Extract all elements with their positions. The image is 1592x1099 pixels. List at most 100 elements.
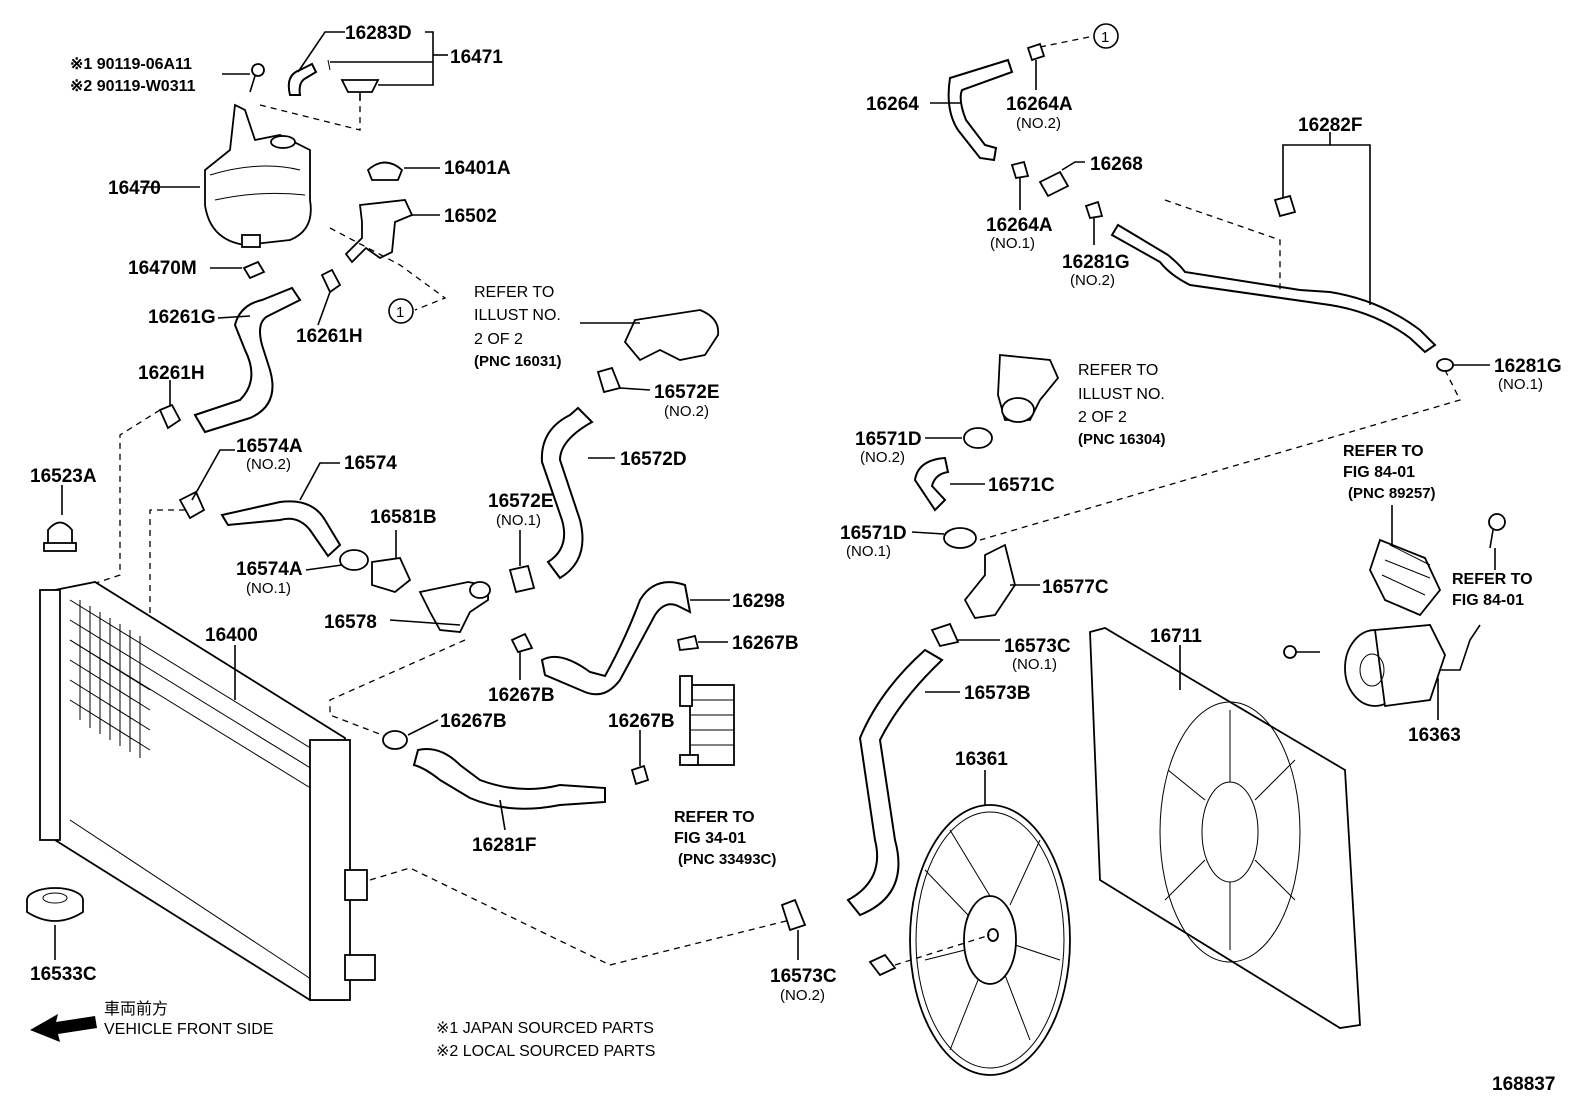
label-16470: 16470 [108, 178, 161, 199]
reference-note-16304: REFER TO ILLUST NO. 2 OF 2 (PNC 16304) [1078, 362, 1166, 448]
diagram-number: 168837 [1492, 1074, 1555, 1095]
ref-line: ILLUST NO. [1078, 386, 1165, 403]
label-16574: 16574 [344, 453, 397, 474]
clamp-16267B-a [676, 634, 700, 651]
label-16264A-no2: 16264A [1006, 94, 1073, 115]
clamp-16572E-no1 [508, 564, 536, 594]
label-16361: 16361 [955, 749, 1008, 770]
label-16267B-c: 16267B [440, 711, 507, 732]
direction-label-jp: 車両前方 [104, 1000, 168, 1018]
label-16571D-no2: 16571D [855, 429, 922, 450]
label-16711: 16711 [1150, 626, 1202, 647]
label-16261H-lower: 16261H [138, 363, 205, 384]
label-16261H-upper: 16261H [296, 326, 363, 347]
radiator-cap-16523A [43, 485, 77, 552]
label-16281F: 16281F [472, 835, 536, 856]
label-bolt-local: ※2 90119-W0311 [70, 78, 196, 95]
radiator-16400 [39, 581, 376, 1001]
reservoir-cap-16471 [327, 59, 380, 100]
water-pump-inlet [623, 309, 720, 362]
hose-16282F [1110, 223, 1437, 354]
clamp-16267B-c [630, 764, 650, 786]
label-16573C-no2-sub: (NO.2) [780, 987, 825, 1004]
clamp-16574A-no1 [339, 549, 369, 571]
label-16572E-no2-sub: (NO.2) [664, 403, 709, 420]
clamp-16573C-no1 [930, 622, 960, 648]
footnote-japan-sourced: ※1 JAPAN SOURCED PARTS [436, 1020, 654, 1037]
hose-16571C [913, 456, 950, 512]
clamp-16281G-no2 [1084, 200, 1104, 220]
label-16523A: 16523A [30, 466, 97, 487]
ref-line: REFER TO [474, 284, 554, 301]
reference-note-89257: REFER TO FIG 84-01 (PNC 89257) [1343, 443, 1436, 502]
clamp-16574A-no2 [178, 490, 206, 520]
hose-16281F [412, 748, 606, 810]
ref-line: 2 OF 2 [1078, 409, 1127, 426]
label-16267B-b: 16267B [488, 685, 555, 706]
clip-16282F [1273, 194, 1297, 218]
direction-label-en: VEHICLE FRONT SIDE [104, 1021, 274, 1038]
label-16572E-no2: 16572E [654, 382, 720, 403]
hose-clamp-16261H-lower [158, 403, 182, 430]
label-16574A-no2-sub: (NO.2) [246, 456, 291, 473]
hose-16572D [540, 406, 594, 580]
clamp-16267B-b [510, 632, 534, 654]
vehicle-front-arrow [30, 1014, 97, 1042]
hose-16581B [371, 557, 412, 593]
pipe-16578 [418, 581, 491, 633]
radiator-cap-16401A [366, 161, 440, 181]
label-16574A-no1-sub: (NO.1) [246, 580, 291, 597]
label-16281G-no2-sub: (NO.2) [1070, 272, 1115, 289]
hose-16574 [220, 500, 342, 558]
label-16267B-a: 16267B [732, 633, 799, 654]
label-bolt-japan: ※1 90119-06A11 [70, 56, 192, 73]
clamp-16571D-no2 [963, 427, 993, 449]
reference-circle-marker: 1 [1093, 23, 1119, 49]
ref-line: 2 OF 2 [474, 331, 523, 348]
clamp-16264A-no1 [1010, 160, 1030, 180]
label-16261G: 16261G [148, 307, 216, 328]
label-16573B: 16573B [964, 683, 1031, 704]
hose-clamp-16261H [320, 268, 342, 294]
motor-screw [1283, 645, 1320, 659]
label-16268: 16268 [1090, 154, 1143, 175]
radiator-core-grid [69, 600, 151, 758]
label-16574A-no1: 16574A [236, 559, 303, 580]
ref-line: FIG 84-01 [1343, 464, 1415, 481]
label-16264A-no1: 16264A [986, 215, 1053, 236]
label-16400: 16400 [205, 625, 258, 646]
reference-note-fig-84-01: REFER TO FIG 84-01 [1452, 571, 1533, 609]
clamp-16264A-no2 [1026, 42, 1046, 62]
label-16581B: 16581B [370, 507, 437, 528]
label-16281G-no1-sub: (NO.1) [1498, 376, 1543, 393]
marker-number: 1 [396, 304, 404, 321]
ref-line: REFER TO [1343, 443, 1424, 460]
label-16282F: 16282F [1298, 115, 1362, 136]
ref-line: FIG 84-01 [1452, 592, 1524, 609]
label-16281G-no1: 16281G [1494, 356, 1562, 377]
radiator-support-cushion [26, 887, 84, 960]
hose-16573B [846, 648, 944, 917]
label-16571D-no1-sub: (NO.1) [846, 543, 891, 560]
label-16283D: 16283D [345, 23, 412, 44]
fan-resistor [1369, 538, 1442, 617]
fan-shroud-16711 [1089, 627, 1361, 1029]
ref-line: ILLUST NO. [474, 307, 561, 324]
ref-line: (PNC 89257) [1348, 485, 1436, 502]
label-16471: 16471 [450, 47, 503, 68]
ref-line: REFER TO [1078, 362, 1158, 379]
ref-line: (PNC 16031) [474, 353, 562, 370]
label-16573C-no1-sub: (NO.1) [1012, 656, 1057, 673]
label-16363: 16363 [1408, 725, 1461, 746]
oil-cooler [679, 675, 735, 766]
ref-line: (PNC 16304) [1078, 431, 1166, 448]
label-16298: 16298 [732, 591, 785, 612]
label-16578: 16578 [324, 612, 377, 633]
label-16574A-no2: 16574A [236, 436, 303, 457]
part-labels: 16283D 16471 ※1 90119-06A11 ※2 90119-W03… [30, 23, 1562, 1004]
water-inlet-16502 [344, 199, 440, 264]
ref-line: REFER TO [674, 809, 755, 826]
drain-plug-16470M [210, 260, 266, 280]
marker-number: 1 [1101, 29, 1109, 46]
